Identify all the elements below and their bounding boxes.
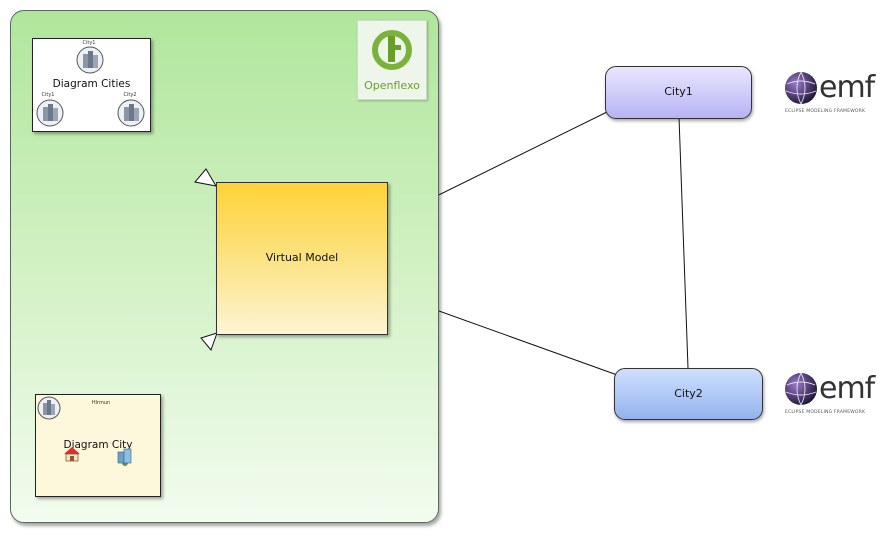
diagram-city-node[interactable]: Hlrmun Diagram City <box>35 394 161 497</box>
edge-city1-to-city2[interactable] <box>678 116 689 369</box>
city2-node[interactable]: City2 <box>614 368 763 420</box>
city2-label: City2 <box>674 387 703 400</box>
diagram-city-title: Diagram City <box>63 439 133 451</box>
emf-globe-icon <box>785 372 817 406</box>
openflexo-label: Openflexo <box>364 79 420 92</box>
openflexo-logo-icon <box>372 30 412 70</box>
emf-logo: emf ECLIPSE MODELING FRAMEWORK <box>781 369 881 419</box>
city1-node[interactable]: City1 <box>605 66 752 119</box>
diagram-cities-title: Diagram Cities <box>52 78 131 90</box>
mini-city-label: City1 <box>41 92 55 98</box>
inheritance-arrow-icon <box>194 168 217 187</box>
emf-globe-icon <box>785 71 817 105</box>
city1-label: City1 <box>664 85 693 98</box>
inheritance-arrow-icon <box>200 332 218 351</box>
city-building-icon <box>76 46 104 74</box>
city-building-icon <box>117 99 145 127</box>
openflexo-logo: Openflexo <box>357 20 427 100</box>
virtual-model-node[interactable]: Virtual Model <box>216 182 388 335</box>
city-building-icon <box>37 396 61 420</box>
house-icon <box>64 447 80 462</box>
mini-city-label: City1 <box>82 40 96 46</box>
diagram-cities-node[interactable]: City1 Diagram Cities City1 City2 <box>32 38 151 132</box>
virtual-model-label: Virtual Model <box>265 251 339 264</box>
emf-word: emf <box>819 70 875 105</box>
emf-subtitle: ECLIPSE MODELING FRAMEWORK <box>785 410 866 415</box>
diagram-city-header: Hlrmun <box>91 400 111 406</box>
mini-city-label: City2 <box>123 92 137 98</box>
emf-logo: emf ECLIPSE MODELING FRAMEWORK <box>781 68 881 118</box>
city-building-icon <box>36 99 64 127</box>
emf-subtitle: ECLIPSE MODELING FRAMEWORK <box>785 109 866 114</box>
buildings-icon <box>117 448 132 466</box>
emf-word: emf <box>819 371 875 406</box>
